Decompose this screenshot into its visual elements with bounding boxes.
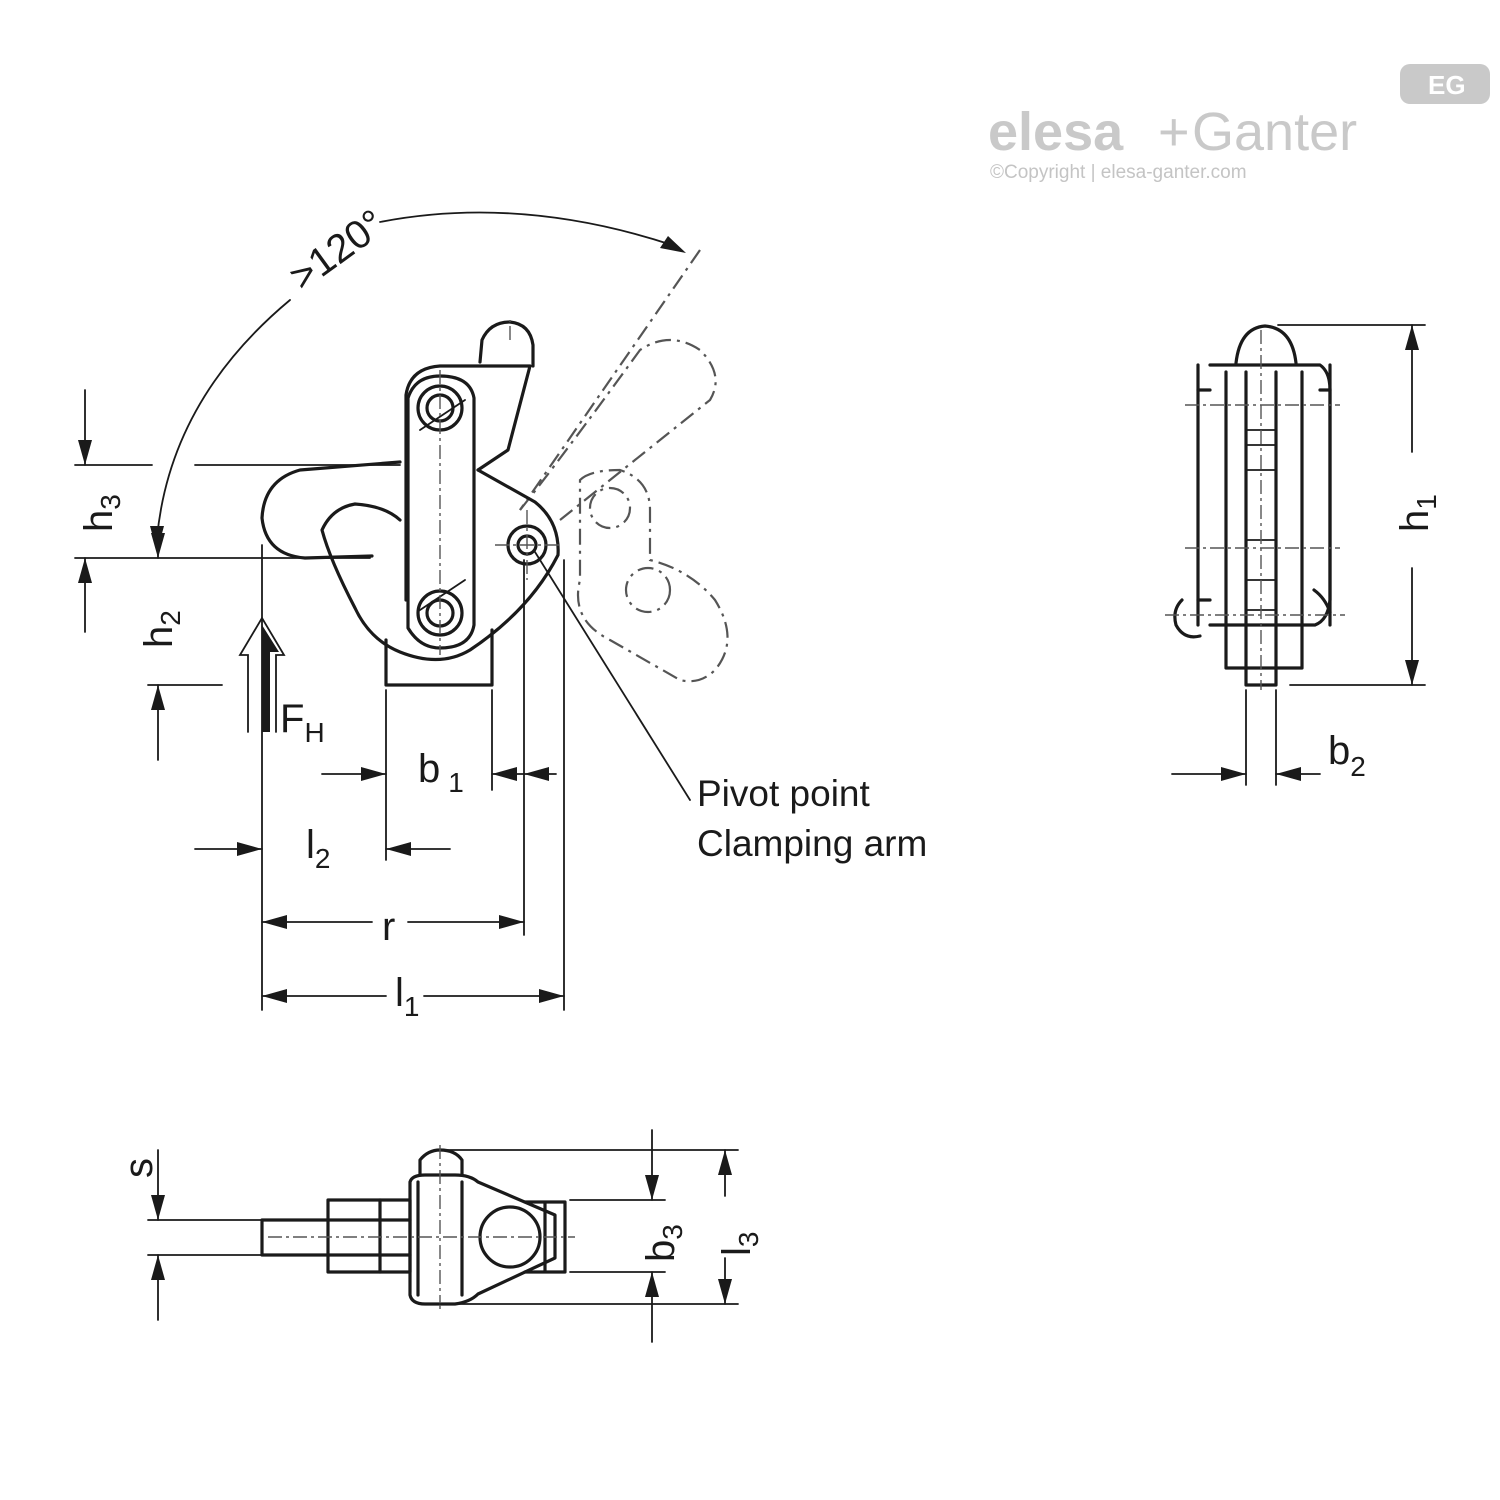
eg-badge-text: EG bbox=[1428, 70, 1466, 100]
pivot-callout-leader bbox=[534, 551, 691, 801]
side-body-outline bbox=[1196, 363, 1332, 627]
dim-b2-label: b2 bbox=[1328, 729, 1366, 782]
eg-badge-icon bbox=[1400, 64, 1490, 104]
angle-arc-left bbox=[156, 299, 291, 539]
base-block bbox=[384, 628, 494, 687]
dim-l3-label: l3 bbox=[715, 1232, 764, 1256]
top-body bbox=[408, 1173, 557, 1306]
dim-l1-label: l1 bbox=[395, 971, 419, 1022]
handle-tip bbox=[478, 320, 535, 368]
angle-arrow-right bbox=[660, 236, 686, 253]
clamping-arm bbox=[260, 460, 402, 560]
brand-name-left: elesa bbox=[988, 102, 1124, 162]
side-screw bbox=[1173, 598, 1202, 639]
top-bolt-head bbox=[418, 1148, 464, 1177]
angle-label: >120° bbox=[281, 201, 393, 299]
callout-line-2: Clamping arm bbox=[697, 823, 927, 864]
dim-r-label: r bbox=[382, 905, 395, 949]
dim-h2-label: h2 bbox=[137, 610, 186, 648]
callout-line-1: Pivot point bbox=[697, 773, 870, 814]
handle-lever bbox=[404, 364, 532, 602]
phantom-open-handle bbox=[519, 249, 729, 683]
dim-b3-label: b3 bbox=[639, 1224, 688, 1262]
dim-h1-label: h1 bbox=[1393, 494, 1442, 532]
front-view: >120° bbox=[74, 201, 927, 1022]
angle-arc-right bbox=[379, 211, 673, 246]
top-view: s b3 l3 bbox=[117, 1129, 764, 1343]
side-handle-tip bbox=[1234, 324, 1298, 365]
force-label: FH bbox=[280, 697, 325, 748]
link-plate bbox=[406, 374, 476, 650]
dim-h3-label: h3 bbox=[77, 494, 126, 532]
brand-name-right: Ganter bbox=[1192, 102, 1357, 162]
dim-l2-label: l2 bbox=[306, 823, 330, 874]
force-arrow-icon bbox=[262, 625, 279, 732]
dim-s-label: s bbox=[117, 1158, 161, 1178]
brand-name-plus: + bbox=[1158, 102, 1190, 162]
side-view: h1 b2 bbox=[1165, 324, 1442, 786]
brand-copyright: ©Copyright | elesa-ganter.com bbox=[990, 162, 1247, 183]
brand-watermark: EG elesa + Ganter ©Copyright | elesa-gan… bbox=[988, 64, 1490, 183]
